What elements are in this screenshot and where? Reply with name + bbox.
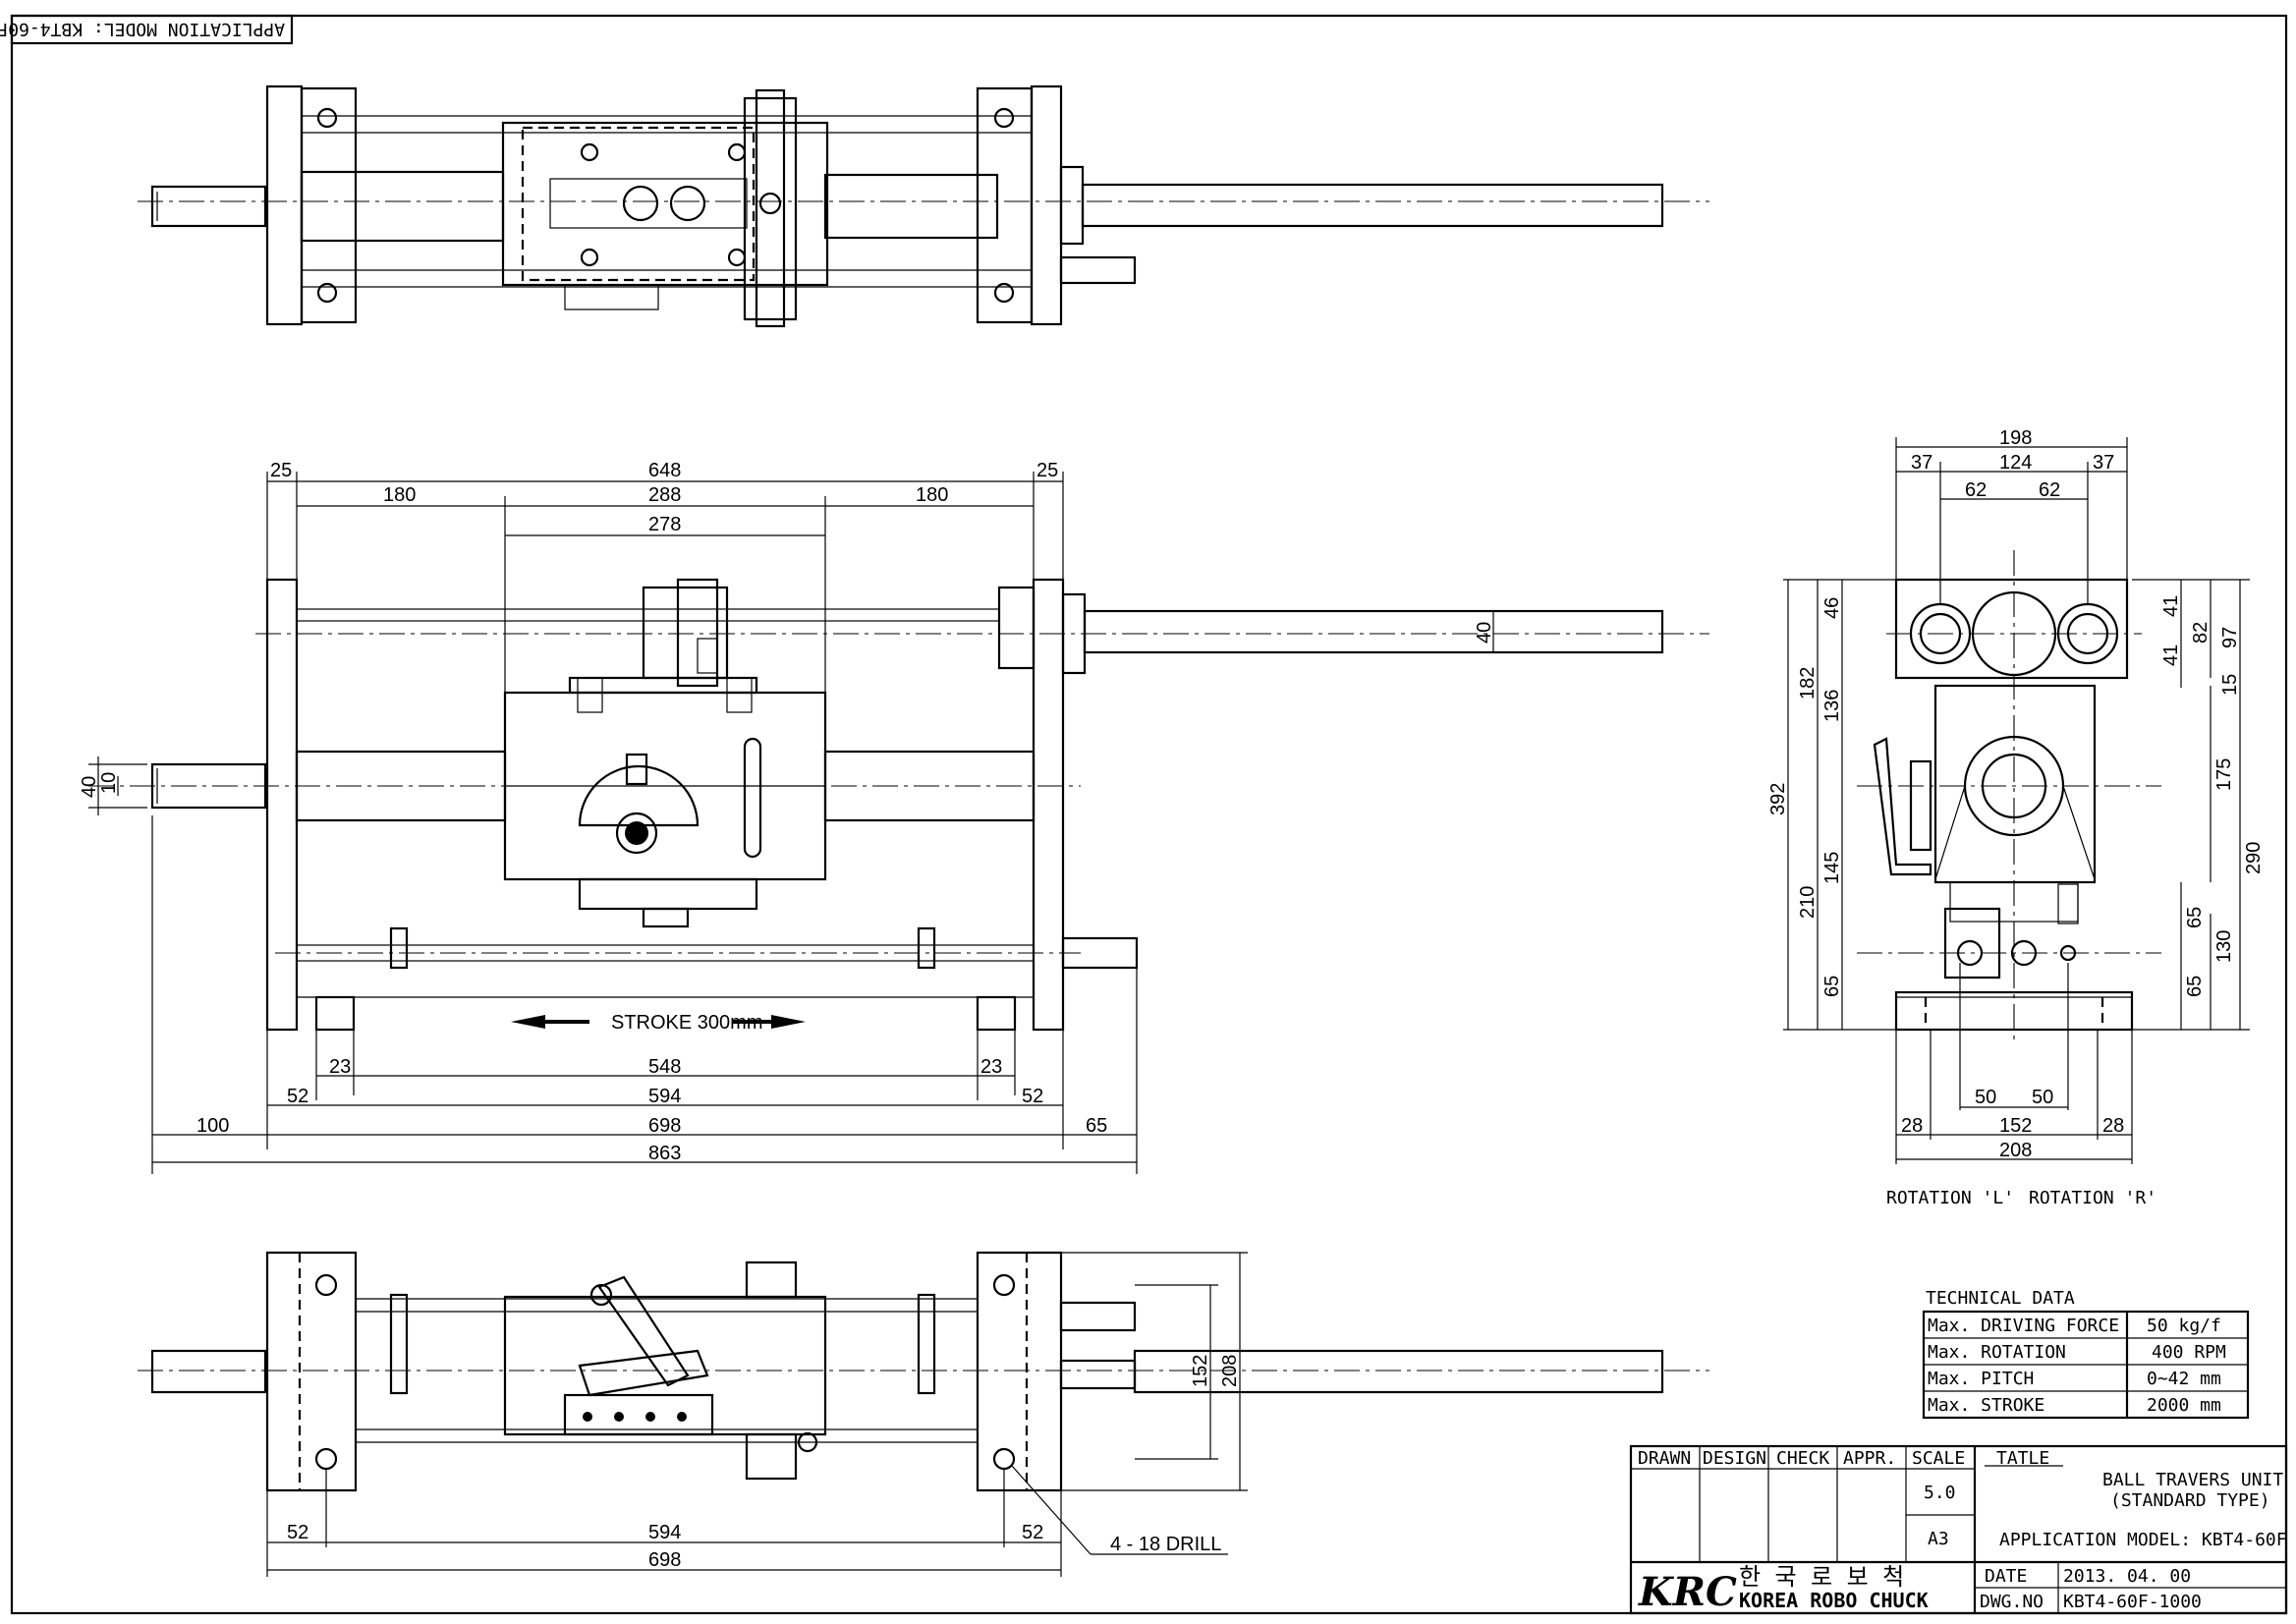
dim-bottom-594: 594 (648, 1086, 681, 1107)
dim-sv-210: 210 (1797, 886, 1819, 919)
dim-left-40: 40 (79, 776, 100, 798)
dim-sv-182: 182 (1797, 667, 1819, 700)
dim-208: 208 (1219, 1355, 1241, 1387)
dim-sv-124: 124 (1999, 452, 2032, 474)
rotation-left-label: ROTATION 'L' (1886, 1188, 2014, 1208)
tech-row-1-value: 400 RPM (2152, 1342, 2226, 1363)
dim-bv-594: 594 (648, 1522, 681, 1543)
dim-sv-15: 15 (2219, 674, 2241, 696)
bottom-view: 152 208 52 594 52 698 4 - 18 DRILL (138, 1251, 1709, 1577)
top-view (138, 84, 1709, 328)
dim-bottom-863: 863 (648, 1143, 681, 1164)
dim-sv-392: 392 (1767, 783, 1789, 815)
header-application-model: APPLICATION MODEL: KBT4-60F (0, 19, 285, 39)
title-block: DRAWN DESIGN CHECK APPR. SCALE 5.0 A3 TA… (1629, 1444, 2288, 1615)
dim-top-25-left: 25 (270, 460, 292, 481)
tb-company-korean: 한 국 로 보 척 (1739, 1563, 1904, 1591)
tech-row-0-label: Max. DRIVING FORCE (1928, 1316, 2119, 1336)
dim-sv-62-right: 62 (2039, 479, 2060, 501)
dim-sv-62-left: 62 (1965, 479, 1987, 501)
rotation-right-label: ROTATION 'R' (2029, 1188, 2156, 1208)
header-label: APPLICATION MODEL: KBT4-60F (0, 14, 294, 45)
dim-sv-208: 208 (1999, 1140, 2032, 1161)
tb-header-design: DESIGN (1703, 1448, 1766, 1469)
dim-sv-97: 97 (2219, 627, 2241, 648)
dim-rod-40: 40 (1474, 622, 1495, 644)
technical-data-table: TECHNICAL DATA Max. DRIVING FORCE 50 kg/… (1922, 1288, 2250, 1420)
tech-row-0-value: 50 kg/f (2147, 1316, 2221, 1336)
dim-bottom-100: 100 (196, 1115, 229, 1137)
tb-header-appr: APPR. (1843, 1448, 1896, 1469)
dim-bv-52-left: 52 (287, 1522, 308, 1543)
tb-dwg-no: KBT4-60F-1000 (2063, 1592, 2202, 1612)
dim-left-10: 10 (98, 772, 120, 794)
dim-sv-136: 136 (1821, 690, 1843, 722)
front-view: STROKE 300mm 25 648 25 180 288 180 278 4… (79, 460, 1709, 1174)
dim-bottom-52-left: 52 (287, 1086, 308, 1107)
tb-paper-size: A3 (1928, 1529, 1949, 1549)
dim-bv-52-right: 52 (1022, 1522, 1043, 1543)
dim-bottom-23-right: 23 (980, 1056, 1002, 1078)
dim-sv-145: 145 (1821, 852, 1843, 884)
technical-data-title: TECHNICAL DATA (1926, 1288, 2075, 1309)
tech-row-3-label: Max. STROKE (1928, 1395, 2044, 1416)
dim-top-648: 648 (648, 460, 681, 481)
stroke-label: STROKE 300mm (611, 1012, 762, 1034)
tb-header-drawn: DRAWN (1638, 1448, 1691, 1469)
dim-bv-698: 698 (648, 1549, 681, 1571)
dim-sv-290: 290 (2243, 842, 2265, 874)
dim-sv-82: 82 (2190, 622, 2212, 644)
dim-sv-130: 130 (2213, 930, 2235, 963)
drill-note: 4 - 18 DRILL (1110, 1534, 1221, 1555)
dim-sv-152: 152 (1999, 1115, 2032, 1137)
tb-dwg-label: DWG.NO (1980, 1592, 2044, 1612)
tb-header-scale: SCALE (1912, 1448, 1965, 1469)
dim-top-288: 288 (648, 484, 681, 506)
dim-sv-175: 175 (2213, 758, 2235, 791)
dim-sv-37-right: 37 (2093, 452, 2114, 474)
dim-152: 152 (1190, 1355, 1211, 1387)
dim-bottom-548: 548 (648, 1056, 681, 1078)
dim-sv-41-mid: 41 (2160, 644, 2182, 666)
dim-bottom-698: 698 (648, 1115, 681, 1137)
dim-sv-37-left: 37 (1911, 452, 1932, 474)
tech-row-3-value: 2000 mm (2147, 1395, 2221, 1416)
tech-row-1-label: Max. ROTATION (1928, 1342, 2066, 1363)
dim-sv-28-right: 28 (2102, 1115, 2124, 1137)
dim-sv-50-left: 50 (1975, 1087, 1996, 1108)
tb-scale-value: 5.0 (1924, 1483, 1956, 1503)
dim-bottom-52-right: 52 (1022, 1086, 1043, 1107)
dim-sv-65-left: 65 (1821, 976, 1843, 997)
tech-row-2-label: Max. PITCH (1928, 1369, 2034, 1389)
tb-date: 2013. 04. 00 (2063, 1566, 2191, 1587)
tb-application-model: APPLICATION MODEL: KBT4-60F (1999, 1530, 2287, 1550)
side-view: 198 37 124 37 62 62 392 182 46 136 210 1… (1767, 427, 2265, 1208)
dim-bottom-65: 65 (1086, 1115, 1107, 1137)
tb-company-english: KOREA ROBO CHUCK (1739, 1589, 1929, 1612)
tb-date-label: DATE (1985, 1566, 2027, 1587)
tb-title-label: TATLE (1996, 1448, 2049, 1469)
dim-top-25-right: 25 (1036, 460, 1058, 481)
dim-top-180-left: 180 (383, 484, 416, 506)
dim-sv-198: 198 (1999, 427, 2032, 449)
tb-title-line1: BALL TRAVERS UNIT (2102, 1470, 2283, 1490)
dim-sv-41-top: 41 (2160, 595, 2182, 617)
dim-sv-46: 46 (1821, 597, 1843, 619)
tb-title-line2: (STANDARD TYPE) (2110, 1490, 2270, 1511)
dim-sv-65-right: 65 (2184, 976, 2206, 997)
tech-row-2-value: 0~42 mm (2147, 1369, 2221, 1389)
krc-logo: KRC (1638, 1569, 1737, 1615)
dim-top-180-right: 180 (916, 484, 948, 506)
drawing-border (10, 14, 2288, 1615)
dim-bottom-23-left: 23 (329, 1056, 351, 1078)
dim-sv-65-mid: 65 (2184, 907, 2206, 928)
dim-sv-28-left: 28 (1901, 1115, 1923, 1137)
tb-header-check: CHECK (1776, 1448, 1829, 1469)
dim-top-278: 278 (648, 514, 681, 535)
dim-sv-50-right: 50 (2032, 1087, 2053, 1108)
